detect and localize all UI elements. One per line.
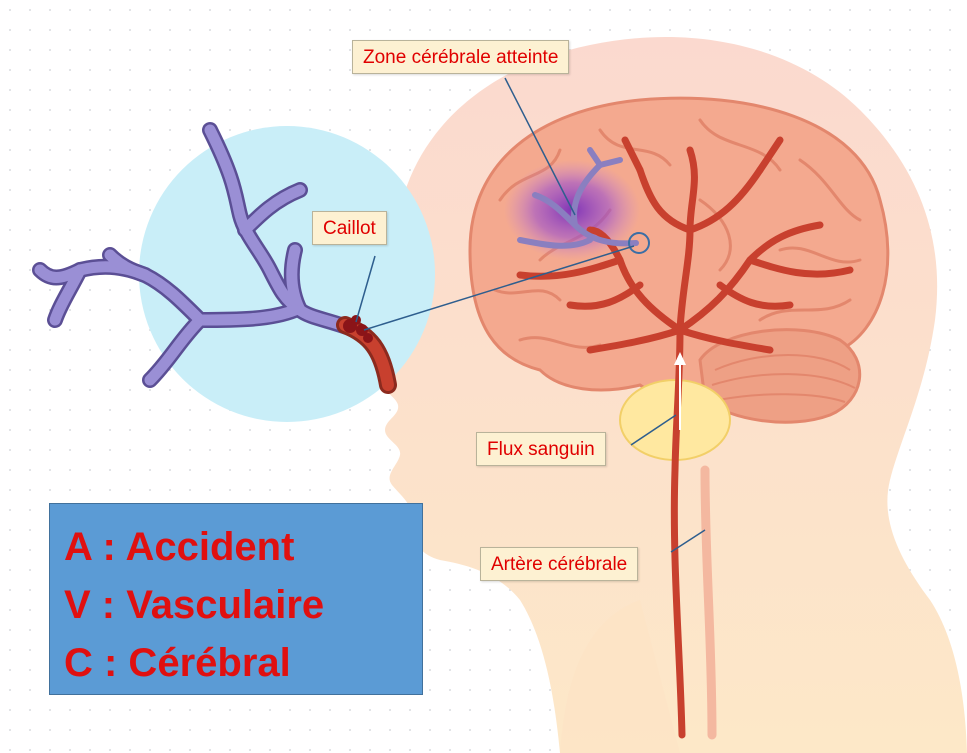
label-artere-cerebrale: Artère cérébrale <box>480 547 638 581</box>
avc-legend-box: A : Accident V : Vasculaire C : Cérébral <box>49 503 423 695</box>
legend-line-accident: A : Accident <box>64 518 422 576</box>
label-flux-sanguin: Flux sanguin <box>476 432 606 466</box>
legend-line-vasculaire: V : Vasculaire <box>64 576 422 634</box>
label-caillot: Caillot <box>312 211 387 245</box>
label-zone-cerebrale: Zone cérébrale atteinte <box>352 40 569 74</box>
legend-line-cerebral: C : Cérébral <box>64 634 422 692</box>
